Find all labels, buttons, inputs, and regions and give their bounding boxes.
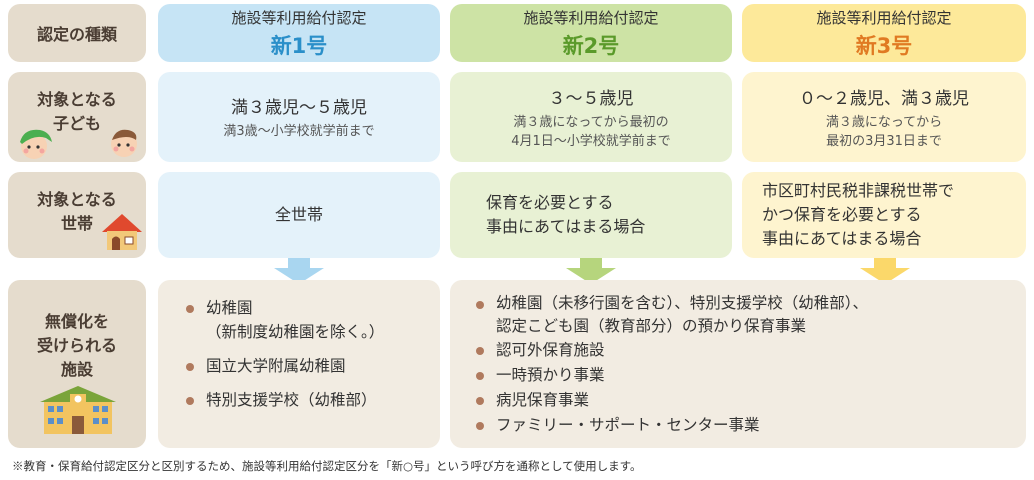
household-new3-line3: 事由にあてはまる場合: [762, 229, 922, 248]
header-new3-title: 新3号: [855, 33, 913, 58]
list-item: 幼稚園 （新制度幼稚園を除く。）: [184, 296, 440, 344]
header-new1-title: 新1号: [270, 33, 328, 58]
facility-text-line2: （新制度幼稚園を除く。）: [206, 323, 385, 341]
target-new2: ３〜５歳児 満３歳になってから最初の 4月1日〜小学校就学前まで: [450, 72, 732, 162]
target-new1: 満３歳児〜５歳児 満3歳〜小学校就学前まで: [158, 72, 440, 162]
target-new3: ０〜２歳児、満３歳児 満３歳になってから 最初の3月31日まで: [742, 72, 1026, 162]
header-new2-title: 新2号: [562, 33, 620, 58]
facility-text: 国立大学附属幼稚園: [206, 357, 346, 375]
list-item: 幼稚園（未移行園を含む）、特別支援学校（幼稚部）、 認定こども園（教育部分）の預…: [474, 292, 1026, 338]
household-new2-line2: 事由にあてはまる場合: [486, 217, 646, 236]
header-new2: 施設等利用給付認定 新2号: [450, 4, 732, 62]
household-new1-text: 全世帯: [274, 205, 323, 224]
household-new3: 市区町村民税非課税世帯で かつ保育を必要とする 事由にあてはまる場合: [742, 172, 1026, 258]
row-label-household-line1: 対象となる: [37, 190, 117, 209]
household-new2-line1: 保育を必要とする: [486, 193, 614, 212]
header-new3: 施設等利用給付認定 新3号: [742, 4, 1026, 62]
row-label-type: 認定の種類: [8, 4, 146, 62]
facility-text: ファミリー・サポート・センター事業: [496, 416, 760, 434]
header-new3-sub: 施設等利用給付認定: [816, 8, 952, 27]
row-label-facility: 無償化を 受けられる 施設: [8, 280, 146, 448]
target-new2-sub1: 満３歳になってから最初の: [513, 114, 669, 130]
facility-text: 一時預かり事業: [496, 366, 605, 384]
footnote: ※教育・保育給付認定区分と区別するため、施設等利用給付認定区分を「新○号」という…: [12, 459, 642, 473]
facility-text-line2: 認定こども園（教育部分）の預かり保育事業: [496, 317, 807, 335]
row-label-facility-line1: 無償化を: [44, 312, 109, 331]
target-new3-main: ０〜２歳児、満３歳児: [799, 88, 969, 109]
row-label-facility-line3: 施設: [60, 360, 93, 379]
facility-text: 特別支援学校（幼稚部）: [206, 391, 377, 409]
row-label-target-line2: 子ども: [52, 114, 101, 133]
list-item: 認可外保育施設: [474, 338, 1026, 363]
header-new1: 施設等利用給付認定 新1号: [158, 4, 440, 62]
list-item: 一時預かり事業: [474, 363, 1026, 388]
target-new1-main: 満３歳児〜５歳児: [231, 98, 367, 118]
facilities-new1-list: 幼稚園 （新制度幼稚園を除く。） 国立大学附属幼稚園 特別支援学校（幼稚部）: [184, 296, 440, 412]
target-new2-sub2: 4月1日〜小学校就学前まで: [511, 133, 671, 149]
school-building-icon: [40, 386, 116, 434]
household-new2: 保育を必要とする 事由にあてはまる場合: [450, 172, 732, 258]
target-new3-sub2: 最初の3月31日まで: [826, 133, 942, 149]
facilities-new1: 幼稚園 （新制度幼稚園を除く。） 国立大学附属幼稚園 特別支援学校（幼稚部）: [158, 280, 440, 448]
row-label-type-text: 認定の種類: [36, 25, 117, 44]
facilities-new2-new3-list: 幼稚園（未移行園を含む）、特別支援学校（幼稚部）、 認定こども園（教育部分）の預…: [474, 292, 1026, 438]
target-new2-main: ３〜５歳児: [548, 88, 634, 109]
header-new2-sub: 施設等利用給付認定: [523, 8, 659, 27]
arrow-down-yellow-icon: [860, 258, 910, 284]
facility-text: 認可外保育施設: [496, 341, 605, 359]
arrow-down-green-icon: [566, 258, 616, 284]
list-item: 特別支援学校（幼稚部）: [184, 388, 440, 412]
row-label-target-line1: 対象となる: [37, 90, 117, 109]
list-item: ファミリー・サポート・センター事業: [474, 413, 1026, 438]
facility-text: 幼稚園（未移行園を含む）、特別支援学校（幼稚部）、: [496, 294, 869, 312]
row-label-target: 対象となる 子ども: [8, 72, 146, 162]
header-new1-sub: 施設等利用給付認定: [231, 8, 367, 27]
arrow-down-blue-icon: [274, 258, 324, 284]
house-icon: [102, 214, 142, 250]
row-label-household-line2: 世帯: [60, 214, 93, 233]
household-new1: 全世帯: [158, 172, 440, 258]
facility-text: 幼稚園: [206, 299, 253, 317]
row-label-facility-line2: 受けられる: [36, 336, 117, 355]
row-label-household: 対象となる 世帯: [8, 172, 146, 258]
list-item: 病児保育事業: [474, 388, 1026, 413]
household-new3-line1: 市区町村民税非課税世帯で: [762, 181, 955, 200]
target-new1-sub: 満3歳〜小学校就学前まで: [223, 124, 375, 139]
facility-text: 病児保育事業: [496, 391, 590, 409]
list-item: 国立大学附属幼稚園: [184, 354, 440, 378]
target-new3-sub1: 満３歳になってから: [825, 114, 943, 130]
children-icon: [20, 129, 137, 159]
household-new3-line2: かつ保育を必要とする: [762, 205, 922, 224]
facilities-new2-new3: 幼稚園（未移行園を含む）、特別支援学校（幼稚部）、 認定こども園（教育部分）の預…: [450, 280, 1026, 448]
